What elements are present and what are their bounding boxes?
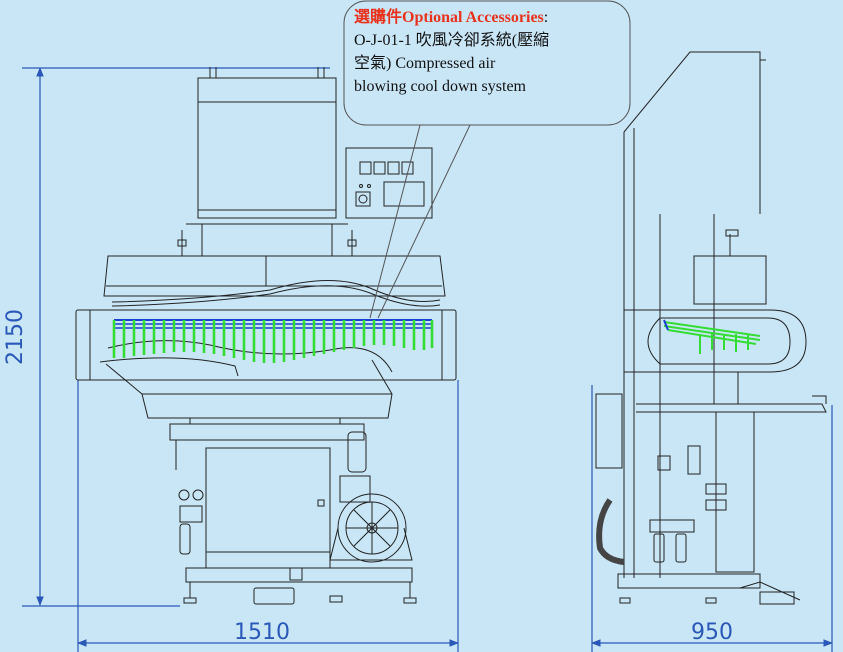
callout-line-2: 空氣) Compressed air — [354, 55, 496, 72]
callout-line-3: blowing cool down system — [354, 78, 526, 95]
callout-title: 選購件Optional Accessories: — [354, 6, 620, 29]
optional-accessories-callout: 選購件Optional Accessories: O-J-01-1 吹風冷卻系統… — [344, 1, 630, 125]
callout-colon: : — [543, 9, 549, 26]
dimension-front-width: 1510 — [234, 620, 290, 645]
callout-title-en: Optional Accessories — [402, 9, 544, 26]
dimension-lines — [22, 67, 833, 652]
callout-title-cn: 選購件 — [354, 9, 403, 26]
fiber-lines-front — [112, 319, 434, 363]
side-view — [595, 51, 827, 605]
control-panel — [345, 147, 433, 219]
dimension-height: 2150 — [3, 309, 28, 365]
fiber-lines-side — [663, 319, 761, 354]
callout-line-1: O-J-01-1 吹風冷卻系統(壓縮 — [354, 32, 550, 49]
front-view — [75, 67, 457, 605]
callout-shape — [343, 0, 631, 319]
blower-unit — [329, 475, 413, 563]
dimension-side-width: 950 — [691, 620, 733, 645]
